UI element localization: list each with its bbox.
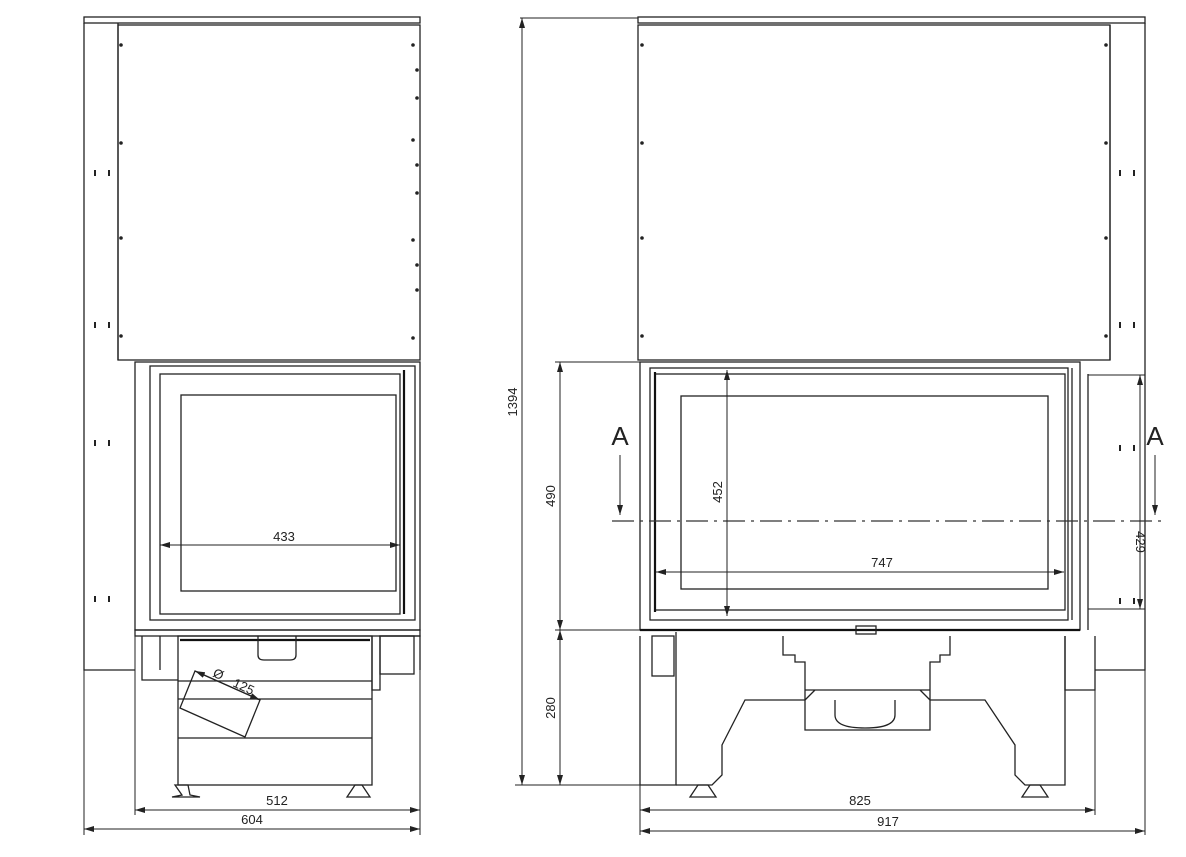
flue-diameter-label: 125 [231,675,257,698]
dim-base-width: 512 [266,793,288,808]
leg-foot-left [171,784,201,798]
door-frame [149,365,416,621]
leg-foot-right [1020,784,1050,798]
top-plate [83,16,421,24]
firebox-frame [639,361,1081,631]
ash-handle [257,636,297,661]
section-label-left: A [611,421,629,451]
side-view: A A 1394 490 280 452 747 429 825 917 [505,16,1164,835]
dim-overall-width: 917 [877,814,899,829]
glass-inner [180,394,397,592]
hood-bolts [640,43,1135,604]
dim-glass-height: 452 [710,481,725,503]
dim-glass-width: 433 [273,529,295,544]
dim-base-height: 280 [543,697,558,719]
top-plate [637,16,1146,24]
door-frame [649,367,1069,621]
firebox-frame [134,361,421,631]
dim-overall-width: 604 [241,812,263,827]
front-view: Ø 125 433 512 604 [83,16,421,835]
ash-handle [834,700,896,729]
hood-bolts [94,43,419,602]
upper-hood [117,24,421,361]
dim-overall-height: 1394 [505,388,520,417]
dim-base-width: 825 [849,793,871,808]
flue-diameter-symbol: Ø [211,665,227,683]
side-panel [83,23,135,671]
leg-foot-right [345,784,372,798]
upper-hood [637,24,1111,361]
base-frame [177,635,373,786]
leg-foot-left [688,784,718,798]
dim-firebox-height: 490 [543,485,558,507]
section-label-right: A [1146,421,1164,451]
door-glass [159,373,401,615]
dim-side-glass-height: 429 [1133,531,1148,553]
dim-glass-width: 747 [871,555,893,570]
glass-inner [680,395,1049,590]
